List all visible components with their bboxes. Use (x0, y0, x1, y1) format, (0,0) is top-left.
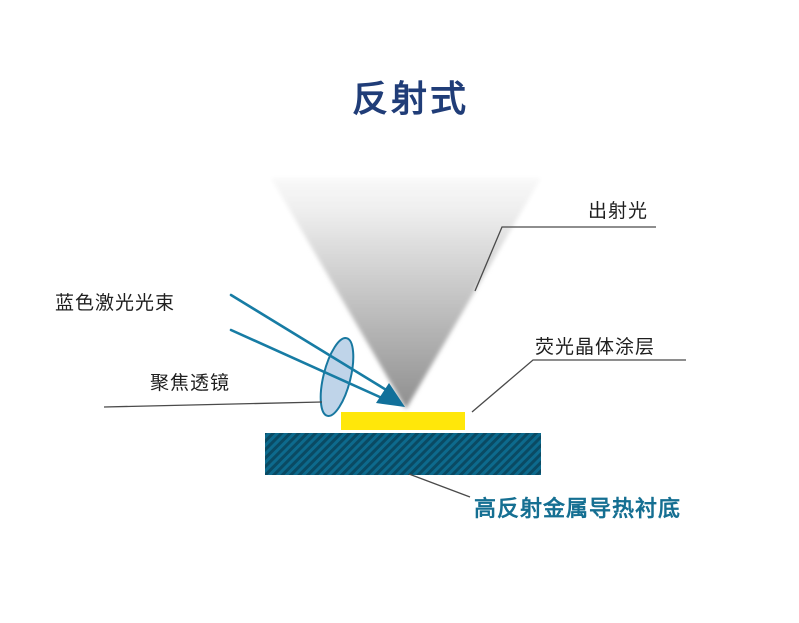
laser-beam-line-lower (229, 328, 384, 400)
label-exit-light: 出射光 (588, 201, 649, 222)
light-cone-shape (271, 178, 541, 409)
label-substrate: 高反射金属导热衬底 (474, 496, 682, 521)
diagram-title: 反射式 (352, 78, 470, 119)
laser-arrowhead (376, 383, 405, 407)
substrate-rect (265, 433, 541, 475)
leader-line-exit-light (474, 226, 656, 292)
laser-beam-line-upper (229, 293, 390, 393)
label-blue-laser-beam: 蓝色激光光束 (55, 293, 176, 314)
phosphor-layer-rect (341, 412, 465, 430)
label-focusing-lens: 聚焦透镜 (150, 373, 231, 394)
label-phosphor-coating: 荧光晶体涂层 (535, 337, 656, 358)
leader-line-substrate (408, 473, 471, 498)
leader-line-focusing-lens (103, 401, 323, 408)
leader-line-phosphor (471, 359, 686, 413)
